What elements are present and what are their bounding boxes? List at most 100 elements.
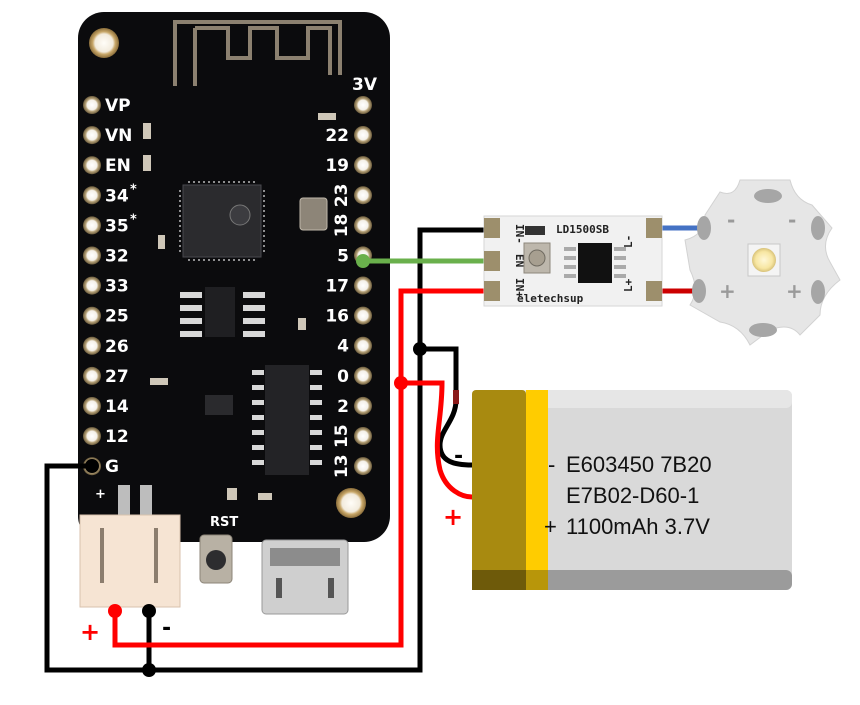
- wire-gnd-esp-to-bottom: [44, 463, 149, 673]
- battery-body: [472, 390, 792, 590]
- battery-minus-mark: -: [548, 452, 555, 477]
- battery-top-highlight: [472, 390, 792, 408]
- pin-label-16: 16: [325, 307, 349, 327]
- pin-pad-3v[interactable]: [354, 96, 372, 114]
- driver-resistor: [525, 226, 545, 235]
- battery-bottom-shadow: [472, 570, 792, 590]
- pin-label-5: 5: [337, 246, 349, 266]
- espressif-logo-icon: [229, 204, 251, 226]
- led-driver-brand: eletechsup: [517, 292, 584, 305]
- pin-label-4: 4: [337, 337, 349, 357]
- rst-label: RST: [210, 515, 238, 530]
- usb-uart-pins: [252, 370, 322, 465]
- pin-pad-27[interactable]: [83, 366, 101, 385]
- junction-gpio5: [356, 254, 370, 268]
- reset-button-cap[interactable]: [206, 550, 226, 570]
- battery-text-line1: E603450 7B20: [566, 452, 712, 477]
- connector-minus-label: -: [162, 616, 171, 641]
- pin-pad-34[interactable]: [83, 186, 101, 205]
- pin-pad-22[interactable]: [354, 126, 372, 144]
- pin-pad-en[interactable]: [83, 156, 101, 175]
- led-pad-right-top: [811, 216, 825, 240]
- wire-battery-minus-sleeve: [453, 390, 459, 404]
- driver-ic-pins: [564, 247, 626, 278]
- wire-gnd-bottom-to-driver: [149, 227, 495, 673]
- wire-battery-plus: [401, 380, 473, 500]
- pin-label-0: 0: [337, 367, 349, 387]
- pin-label-33: 33: [105, 277, 129, 297]
- junction-plus-battery: [394, 376, 408, 390]
- pin-pad-35[interactable]: [83, 216, 101, 235]
- pin-pad-4[interactable]: [354, 336, 372, 355]
- transistor: [205, 395, 233, 415]
- pin-pad-0[interactable]: [354, 366, 372, 385]
- pin-label-35: 35: [105, 216, 129, 236]
- pin-pad-23[interactable]: [354, 186, 372, 205]
- pin-label-12: 12: [105, 427, 129, 447]
- led-star-board: - - + +: [684, 179, 841, 346]
- pin-pad-18[interactable]: [354, 216, 372, 235]
- lipo-battery: - E603450 7B20 E7B02-D60-1 + 1100mAh 3.7…: [472, 390, 792, 590]
- pin-pad-vn[interactable]: [83, 126, 101, 145]
- pin-pad-vp[interactable]: [83, 96, 101, 114]
- battery-text-line2: E7B02-D60-1: [566, 483, 699, 508]
- pin-pad-15[interactable]: [354, 427, 372, 445]
- driver-pads-right: [646, 218, 662, 301]
- pin-pad-26[interactable]: [83, 336, 101, 355]
- pin-pad-12[interactable]: [83, 427, 101, 446]
- pin-label-26: 26: [105, 337, 129, 357]
- wire-connector-plus-to-driver: [112, 288, 495, 648]
- jst-connector[interactable]: [79, 485, 181, 608]
- led-driver-pcb: [483, 215, 663, 307]
- usb-uart-chip: [265, 365, 309, 475]
- pin-pad-33[interactable]: [83, 276, 101, 295]
- pin-pad-17[interactable]: [354, 276, 372, 295]
- driver-pads-left: [484, 218, 500, 301]
- pin-label-vp: VP: [105, 96, 131, 116]
- pin-pad-14[interactable]: [83, 397, 101, 415]
- chip-pins-esp: [179, 181, 265, 261]
- pin-label-l-plus: L+: [622, 278, 635, 292]
- pin-mark-34: *: [130, 182, 137, 197]
- led-pad-top: [754, 189, 782, 203]
- pin-label-g: G: [105, 457, 119, 477]
- mounting-hole-top-left: [89, 28, 119, 58]
- pin-pad-13[interactable]: [354, 457, 372, 476]
- pin-pad-25[interactable]: [83, 306, 101, 325]
- pin-label-17: 17: [325, 277, 349, 297]
- pin-label-19: 19: [325, 156, 349, 176]
- pin-pad-16[interactable]: [354, 306, 372, 325]
- pin-label-3v: 3V: [352, 75, 378, 95]
- led-pad-right-bottom: [811, 280, 825, 304]
- pin-mark-35: *: [130, 212, 137, 227]
- smd-components: [143, 113, 336, 500]
- led-driver-module: LD1500SB eletechsup IN- EN IN+ L- L+: [483, 215, 663, 307]
- led-pad-left-minus: [697, 216, 711, 240]
- pin-label-22: 22: [325, 126, 349, 146]
- pin-label-18: 18: [332, 214, 352, 238]
- micro-usb-port[interactable]: [261, 539, 349, 615]
- pin-label-23: 23: [332, 184, 352, 208]
- battery-stripe: [526, 390, 548, 590]
- pin-pad-32[interactable]: [83, 246, 101, 265]
- junction-connector-minus: [142, 604, 156, 618]
- led-plus-label-left: +: [719, 279, 736, 303]
- pin-label-13: 13: [332, 454, 352, 478]
- trim-pot-knob-icon[interactable]: [528, 249, 546, 267]
- junction-gnd-esp: [85, 459, 99, 473]
- connector-plus-label: +: [80, 618, 100, 646]
- pin-label-vn: VN: [105, 126, 132, 146]
- pin-pad-2[interactable]: [354, 396, 372, 415]
- battery-wrap: [472, 390, 526, 590]
- board-pcb: [78, 12, 390, 542]
- pin-pad-19[interactable]: [354, 156, 372, 175]
- crystal: [299, 197, 328, 231]
- pin-label-in-minus: IN-: [513, 224, 526, 244]
- led-pad-left-plus: [692, 279, 706, 303]
- battery-connector-plus-label: +: [95, 487, 106, 502]
- driver-ic: [578, 243, 612, 283]
- battery-plus-mark: +: [544, 514, 557, 539]
- led-pad-bottom: [749, 323, 777, 337]
